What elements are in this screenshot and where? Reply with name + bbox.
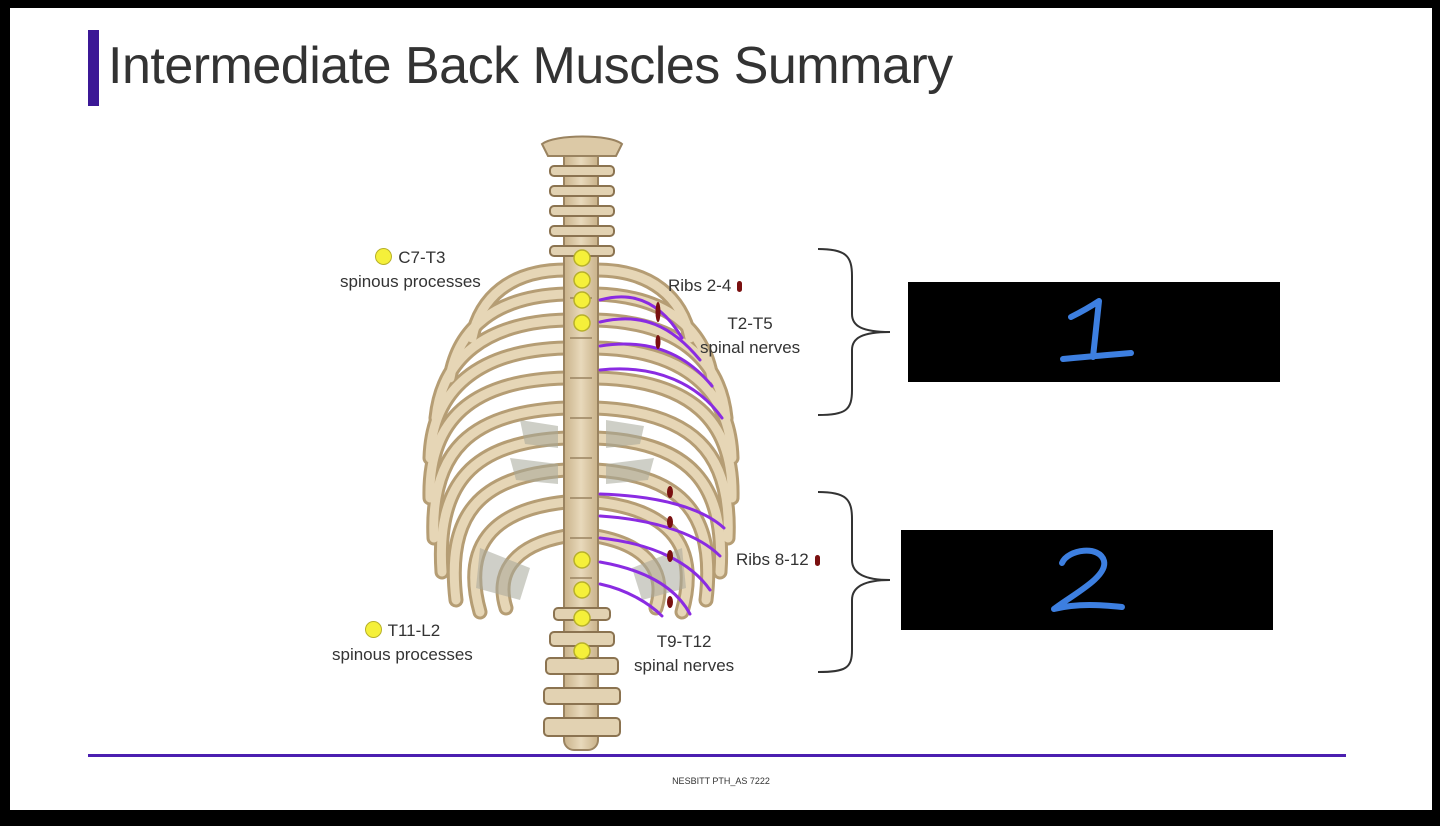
answer-box-1: 1: [908, 282, 1280, 382]
upper-muscle-lines: [598, 295, 724, 420]
lower-ribs-label: Ribs 8-12: [736, 548, 820, 572]
rib-marker-icon: [737, 281, 743, 292]
upper-left-line1: C7-T3: [398, 248, 446, 267]
brackets: [817, 248, 891, 673]
thoracic-skeleton-illustration: [422, 135, 891, 751]
lower-ribs-text: Ribs 8-12: [736, 550, 809, 569]
handwritten-1: [1060, 298, 1134, 362]
upper-left-line2: spinous processes: [340, 272, 481, 291]
lower-nerves-line2: spinal nerves: [634, 656, 735, 675]
title-accent-bar: [88, 30, 99, 106]
lower-nerves-label: T9-T12 spinal nerves: [634, 630, 734, 678]
rib-marker-icon: [814, 555, 820, 566]
upper-nerves-label: T2-T5 spinal nerves: [700, 312, 800, 360]
upper-ribs-label: Ribs 2-4: [668, 274, 743, 298]
upper-ribs-text: Ribs 2-4: [668, 276, 732, 295]
lower-left-line2: spinous processes: [332, 645, 473, 664]
handwritten-2: [1051, 547, 1125, 612]
spinous-process-dots: [573, 249, 591, 660]
slide: Intermediate Back Muscles Summary: [10, 8, 1432, 810]
lower-left-line1: T11-L2: [387, 621, 441, 640]
upper-nerves-line2: spinal nerves: [700, 338, 801, 357]
upper-nerves-line1: T2-T5: [727, 314, 773, 333]
lower-left-label: T11-L2 spinous processes: [332, 619, 473, 667]
footer-text: NESBITT PTH_AS 7222: [672, 776, 770, 786]
footer-divider: [88, 754, 1346, 757]
page-title: Intermediate Back Muscles Summary: [108, 37, 953, 95]
vertebral-column: [540, 135, 624, 751]
upper-left-label: C7-T3 spinous processes: [340, 246, 481, 294]
lower-muscle-lines: [598, 492, 726, 618]
yellow-dot-icon: [375, 248, 393, 265]
rib-markers: [655, 302, 673, 608]
lower-nerves-line1: T9-T12: [656, 632, 712, 651]
yellow-dot-icon: [364, 621, 382, 638]
answer-box-2: 2: [901, 530, 1273, 630]
